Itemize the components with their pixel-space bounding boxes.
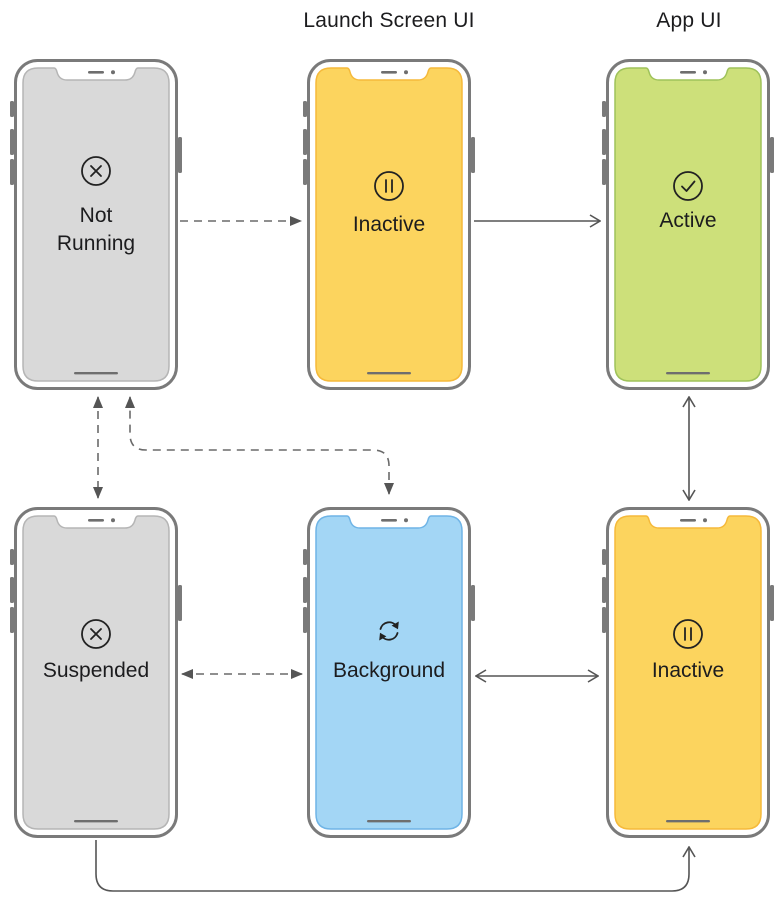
state-label-line1: Not — [79, 204, 113, 227]
camera — [703, 70, 707, 75]
camera — [404, 518, 408, 523]
volume-down-button — [303, 607, 307, 633]
phone-not-running: Not Running — [10, 59, 182, 390]
mute-button — [602, 549, 606, 565]
power-button — [178, 137, 182, 173]
volume-up-button — [303, 129, 307, 155]
phone-inactive-launch: Inactive — [303, 59, 475, 390]
home-indicator — [666, 820, 710, 823]
speaker — [88, 519, 104, 522]
arrow-background-to-not-running — [125, 396, 394, 495]
phone-frame — [303, 507, 475, 838]
phone-frame — [10, 59, 182, 390]
phone-screen — [315, 515, 463, 830]
speaker — [381, 519, 397, 522]
state-label: Not Running — [14, 202, 178, 258]
phone-screen — [22, 515, 170, 830]
power-button — [471, 585, 475, 621]
x-circle-icon — [80, 618, 112, 650]
pause-circle-icon — [373, 170, 405, 202]
home-indicator — [74, 372, 118, 375]
volume-down-button — [602, 607, 606, 633]
speaker — [381, 71, 397, 74]
speaker — [680, 71, 696, 74]
refresh-icon — [373, 615, 405, 647]
power-button — [770, 585, 774, 621]
mute-button — [10, 549, 14, 565]
camera — [703, 518, 707, 523]
arrow-suspended-to-inactive — [95, 840, 689, 892]
phone-frame — [303, 59, 475, 390]
state-label: Inactive — [651, 659, 725, 682]
home-indicator — [74, 820, 118, 823]
volume-up-button — [303, 577, 307, 603]
volume-down-button — [303, 159, 307, 185]
volume-up-button — [10, 129, 14, 155]
phone-active: Active — [602, 59, 774, 390]
camera — [111, 518, 115, 523]
phone-suspended: Suspended — [10, 507, 182, 838]
phone-frame — [602, 507, 774, 838]
checkmark-circle-icon — [672, 170, 704, 202]
mute-button — [10, 101, 14, 117]
x-circle-icon — [80, 155, 112, 187]
phone-screen — [315, 67, 463, 382]
home-indicator — [666, 372, 710, 375]
volume-down-button — [10, 159, 14, 185]
phone-frame — [10, 507, 182, 838]
power-button — [178, 585, 182, 621]
state-label: Inactive — [352, 213, 426, 236]
volume-down-button — [10, 607, 14, 633]
speaker — [680, 519, 696, 522]
phone-screen — [614, 515, 762, 830]
volume-up-button — [10, 577, 14, 603]
state-label: Background — [332, 659, 446, 682]
mute-button — [602, 101, 606, 117]
phone-inactive-app: Inactive — [602, 507, 774, 838]
volume-down-button — [602, 159, 606, 185]
home-indicator — [367, 820, 411, 823]
state-label: Suspended — [42, 659, 150, 682]
volume-up-button — [602, 577, 606, 603]
phone-screen — [614, 67, 762, 382]
state-label: Active — [659, 209, 717, 232]
camera — [404, 70, 408, 75]
mute-button — [303, 549, 307, 565]
power-button — [770, 137, 774, 173]
home-indicator — [367, 372, 411, 375]
launch-screen-ui-title: Launch Screen UI — [303, 9, 475, 32]
phone-background: Background — [303, 507, 475, 838]
app-ui-title: App UI — [656, 9, 722, 32]
pause-circle-icon — [672, 618, 704, 650]
speaker — [88, 71, 104, 74]
phone-frame — [602, 59, 774, 390]
phone-screen — [22, 67, 170, 382]
state-label-line2: Running — [56, 232, 136, 255]
volume-up-button — [602, 129, 606, 155]
mute-button — [303, 101, 307, 117]
camera — [111, 70, 115, 75]
power-button — [471, 137, 475, 173]
